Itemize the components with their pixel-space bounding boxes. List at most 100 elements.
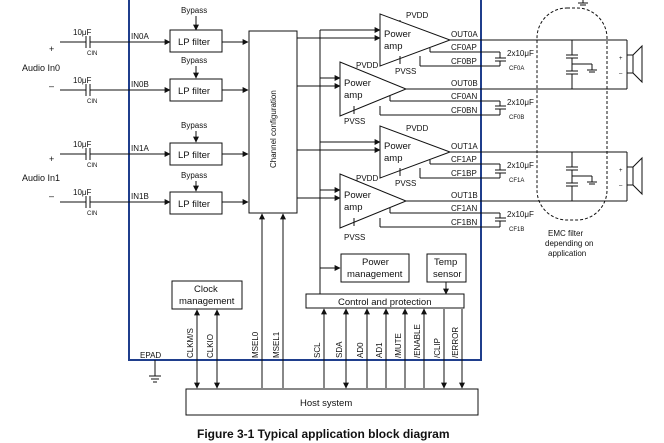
host-pin-error: /ERROR	[451, 327, 460, 358]
output-label: OUT1B	[451, 191, 478, 200]
power-amp-label-line1: Power	[384, 29, 411, 40]
output-0a: OUT0A CF0AP CF0BP 2x10μF CF0A	[419, 30, 560, 72]
power-amp-label-line2: amp	[344, 202, 362, 213]
lp-filter-label: LP filter	[178, 150, 210, 161]
pvdd-label: PVDD	[356, 61, 378, 70]
temp-sensor-line1: Temp	[434, 257, 457, 268]
power-amp-1b: PVDD Power amp PVSS	[339, 173, 408, 242]
bootstrap-label: CF0AP	[451, 43, 477, 52]
bypass-label: Bypass	[181, 56, 207, 65]
speaker-minus: –	[619, 71, 623, 77]
host-pin-clip: /CLIP	[433, 338, 442, 358]
power-amp-1a: PVDD Power amp PVSS	[379, 124, 452, 188]
lp-filter-1b: Bypass LP filter	[169, 171, 249, 215]
host-system-block	[185, 388, 479, 416]
ground-symbol	[149, 360, 161, 383]
lp-filter-1a: Bypass LP filter	[169, 121, 249, 166]
host-pin-msel0: MSEL0	[251, 331, 260, 358]
power-amp-label-line2: amp	[384, 153, 402, 164]
emc-note-line2: depending on	[545, 239, 594, 248]
output-1b: OUT1B CF1AN CF1BN 2x10μF CF1B	[379, 191, 560, 233]
cf-label: CF0B	[509, 115, 524, 121]
speaker-icon: + –	[600, 39, 643, 90]
control-protection-block	[305, 293, 465, 309]
power-amp-label-line2: amp	[344, 90, 362, 101]
cf-label: CF1A	[509, 178, 524, 184]
host-pin-scl: SCL	[313, 342, 322, 358]
input-label-in1b: IN1B	[131, 192, 149, 201]
cin-label: CIN	[87, 211, 97, 217]
power-amp-0b: PVDD Power amp PVSS	[339, 61, 408, 126]
bootstrap-cap-label: 2x10μF	[507, 49, 534, 58]
bootstrap-label: CF0BP	[451, 57, 477, 66]
clock-management-line1: Clock	[194, 284, 218, 295]
input-label-in0a: IN0A	[131, 32, 149, 41]
host-pin-ad1: AD1	[375, 342, 384, 358]
bootstrap-label: CF0BN	[451, 106, 477, 115]
cap-value-label: 10μF	[73, 140, 92, 149]
input-row-in1b: 10μF CIN IN1B	[60, 188, 171, 217]
cf-label: CF1B	[509, 227, 524, 233]
audio-in0-label: Audio In0	[22, 63, 60, 73]
chip-outline	[128, 0, 482, 361]
power-management-block	[340, 253, 410, 283]
audio-in1-minus: –	[49, 191, 54, 201]
bootstrap-label: CF1AN	[451, 204, 477, 213]
bootstrap-label: CF1BN	[451, 218, 477, 227]
pvss-label: PVSS	[395, 179, 416, 188]
output-label: OUT0A	[451, 30, 478, 39]
host-pin-clkm-s: CLKM/S	[186, 328, 195, 358]
host-pin-wires	[194, 213, 465, 389]
host-pin-clkio: CLKIO	[206, 334, 215, 358]
bootstrap-label: CF1AP	[451, 155, 477, 164]
host-pin-sda: SDA	[335, 341, 344, 358]
channel-configuration-block	[248, 30, 298, 214]
clock-management-block	[171, 280, 243, 310]
channel-configuration-label: Channel configuration	[269, 90, 278, 168]
power-amp-label-line2: amp	[384, 41, 402, 52]
power-amp-label-line1: Power	[344, 190, 371, 201]
power-management-line2: management	[347, 269, 403, 280]
pvdd-label: PVDD	[406, 124, 428, 133]
bootstrap-cap-label: 2x10μF	[507, 161, 534, 170]
audio-in0-minus: –	[49, 81, 54, 91]
speaker-minus: –	[619, 183, 623, 189]
bootstrap-label: CF0AN	[451, 92, 477, 101]
figure-caption: Figure 3-1 Typical application block dia…	[197, 427, 450, 441]
host-pin-msel1: MSEL1	[272, 331, 281, 358]
pvdd-label: PVDD	[356, 174, 378, 183]
input-label-in1a: IN1A	[131, 144, 149, 153]
control-protection-label: Control and protection	[338, 297, 431, 308]
output-1a: OUT1A CF1AP CF1BP 2x10μF CF1A	[419, 142, 560, 184]
host-system-label: Host system	[300, 398, 352, 409]
input-label-in0b: IN0B	[131, 80, 149, 89]
cap-value-label: 10μF	[73, 76, 92, 85]
speaker-plus: +	[619, 56, 623, 62]
temp-sensor-line2: sensor	[433, 269, 462, 280]
emc-filter-region	[536, 7, 608, 221]
bypass-label: Bypass	[181, 6, 207, 15]
ground-symbol-top	[578, 0, 588, 6]
power-management-line1: Power	[362, 257, 389, 268]
output-label: OUT1A	[451, 142, 478, 151]
clock-management-line2: management	[179, 296, 235, 307]
lp-filter-label: LP filter	[178, 199, 210, 210]
speaker-plus: +	[619, 168, 623, 174]
bypass-label: Bypass	[181, 171, 207, 180]
bootstrap-cap-label: 2x10μF	[507, 210, 534, 219]
pvdd-label: PVDD	[406, 11, 428, 20]
epad-label: EPAD	[140, 351, 161, 360]
pvss-label: PVSS	[395, 67, 416, 76]
bootstrap-label: CF1BP	[451, 169, 477, 178]
host-pin-ad0: AD0	[356, 342, 365, 358]
audio-in0-plus: +	[49, 44, 54, 54]
cf-label: CF0A	[509, 66, 524, 72]
input-row-in1a: 10μF CIN IN1A	[60, 140, 171, 169]
bypass-label: Bypass	[181, 121, 207, 130]
power-amp-label-line1: Power	[344, 78, 371, 89]
input-row-in0b: 10μF CIN IN0B	[60, 76, 171, 105]
input-row-in0a: 10μF CIN IN0A	[60, 28, 171, 57]
emc-note-line3: application	[548, 249, 586, 258]
bootstrap-cap-label: 2x10μF	[507, 98, 534, 107]
pvss-label: PVSS	[344, 233, 365, 242]
